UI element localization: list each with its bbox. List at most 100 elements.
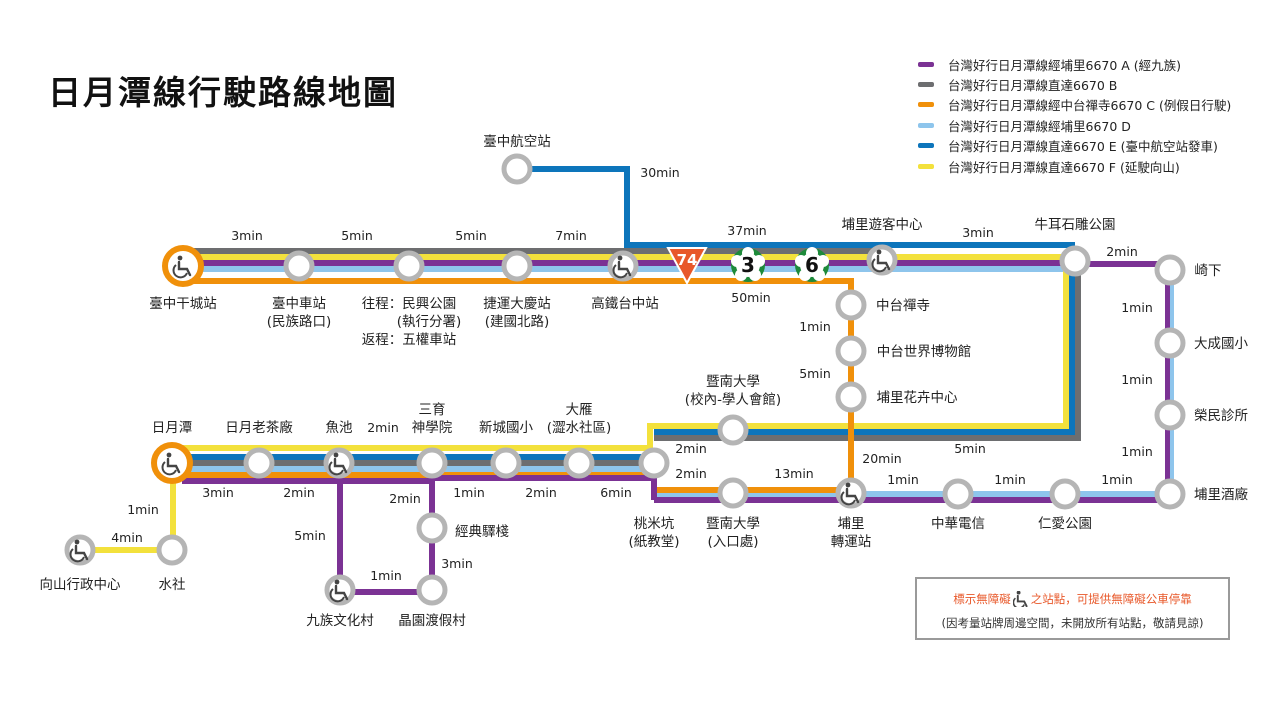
- route-legend: 台灣好行日月潭線經埔里6670 A (經九族) 台灣好行日月潭線直達6670 B…: [918, 54, 1231, 176]
- time-label: 1min: [887, 472, 919, 487]
- station-airport: [501, 153, 533, 185]
- label-ncnu-campus-2: (校內-學人會館): [685, 391, 781, 408]
- time-label: 2min: [675, 466, 707, 481]
- label-jingdian: 經典驛棧: [455, 524, 509, 540]
- station-taomikeng: [638, 447, 670, 479]
- label-taichung-1: 臺中車站: [272, 296, 326, 312]
- station-jingdian: [416, 512, 448, 544]
- label-daqing-1: 捷運大慶站: [483, 296, 551, 312]
- label-shuishe: 水社: [159, 577, 186, 593]
- label-niuer: 牛耳石雕公園: [1035, 217, 1116, 233]
- time-label: 5min: [455, 228, 487, 243]
- time-label: 37min: [727, 223, 766, 238]
- legend-label: 台灣好行日月潭線直達6670 E (臺中航空站發車): [948, 139, 1218, 155]
- svg-text:6: 6: [805, 253, 819, 277]
- legend-swatch: [918, 143, 934, 149]
- label-ncnu-entrance-1: 暨南大學: [706, 516, 760, 532]
- note-text-pre: 標示無障礙: [953, 592, 1011, 606]
- time-label: 1min: [1101, 472, 1133, 487]
- label-flower: 埔里花卉中心: [877, 390, 958, 406]
- station-sun-moon-tea: [243, 447, 275, 479]
- time-label: 2min: [525, 485, 557, 500]
- station-taichung: [283, 250, 315, 282]
- route-b-band: [182, 248, 882, 254]
- legend-item: 台灣好行日月潭線直達6670 B: [918, 74, 1231, 94]
- time-label: 4min: [111, 530, 143, 545]
- station-puli-winery: [1154, 478, 1186, 510]
- legend-label: 台灣好行日月潭線直達6670 F (延駛向山): [948, 159, 1180, 175]
- label-dayan-1: 大雁: [566, 402, 593, 418]
- station-renai: [1049, 478, 1081, 510]
- legend-item: 台灣好行日月潭線直達6670 F (延駛向山): [918, 156, 1231, 176]
- time-label: 1min: [370, 568, 402, 583]
- label-renai: 仁愛公園: [1038, 516, 1092, 532]
- station-xincheng: [490, 447, 522, 479]
- time-label: 1min: [1121, 444, 1153, 459]
- station-zhonghua: [942, 478, 974, 510]
- station-formosan-village: [324, 574, 356, 606]
- legend-swatch: [918, 122, 934, 128]
- time-label: 3min: [202, 485, 234, 500]
- highway-3-badge: 3: [731, 247, 765, 282]
- station-yuchi: [323, 447, 355, 479]
- label-airport: 臺中航空站: [483, 134, 551, 150]
- time-label: 2min: [389, 491, 421, 506]
- time-label: 6min: [600, 485, 632, 500]
- page-title: 日月潭線行駛路線地圖: [48, 73, 398, 112]
- label-winery: 埔里酒廠: [1194, 486, 1248, 503]
- legend-label: 台灣好行日月潭線經中台禪寺6670 C (例假日行駛): [948, 98, 1232, 114]
- station-taichung-gancheng: [162, 245, 204, 287]
- label-ncnu-entrance-2: (入口處): [707, 534, 758, 550]
- station-chung-tai: [835, 289, 867, 321]
- svg-text:74: 74: [677, 251, 698, 269]
- station-minxing: [393, 250, 425, 282]
- station-xiangshan: [64, 534, 96, 566]
- time-label: 50min: [731, 290, 770, 305]
- legend-label: 台灣好行日月潭線經埔里6670 A (經九族): [948, 57, 1182, 73]
- time-label: 5min: [799, 366, 831, 381]
- legend-item: 台灣好行日月潭線經中台禪寺6670 C (例假日行駛): [918, 95, 1231, 115]
- station-puli-visitor: [866, 244, 898, 276]
- label-rongmin: 榮民診所: [1194, 408, 1248, 424]
- time-label: 7min: [555, 228, 587, 243]
- label-transfer-2: 轉運站: [831, 534, 872, 550]
- label-taomikeng-2: (紙教堂): [628, 534, 679, 550]
- label-sanyu-2: 神學院: [412, 420, 453, 436]
- time-label: 5min: [341, 228, 373, 243]
- label-minxing-1: 往程：民興公園: [362, 296, 457, 312]
- time-label: 1min: [1121, 300, 1153, 315]
- label-gancheng: 臺中干城站: [149, 296, 217, 312]
- legend-label: 台灣好行日月潭線直達6670 B: [948, 78, 1118, 94]
- time-label: 1min: [799, 319, 831, 334]
- time-label: 2min: [283, 485, 315, 500]
- label-formosan: 九族文化村: [306, 613, 374, 629]
- airport-branch: [517, 166, 630, 248]
- station-dayan: [563, 447, 595, 479]
- time-label: 20min: [862, 451, 901, 466]
- station-sun-moon-lake: [151, 442, 193, 484]
- legend-item: 台灣好行日月潭線經埔里6670 D: [918, 115, 1231, 135]
- note-text-post: 之站點，可提供無障礙公車停靠: [1030, 592, 1192, 606]
- label-minxing-3: 返程：五權車站: [362, 332, 457, 348]
- label-puli-visitor: 埔里遊客中心: [842, 216, 923, 233]
- station-jingyuan: [416, 574, 448, 606]
- station-rongmin: [1154, 399, 1186, 431]
- label-sanyu-1: 三育: [419, 402, 446, 418]
- station-thsr-taichung: [607, 250, 639, 282]
- station-shuishe: [156, 534, 188, 566]
- time-label: 30min: [640, 165, 679, 180]
- station-puli-flower: [835, 381, 867, 413]
- time-label: 13min: [774, 466, 813, 481]
- note-line-2: (因考量站牌周邊空間，未開放所有站點，敬請見諒): [941, 616, 1204, 630]
- label-chung-tai: 中台禪寺: [876, 298, 930, 314]
- station-dacheng: [1154, 327, 1186, 359]
- time-label: 1min: [1121, 372, 1153, 387]
- station-chung-tai-museum: [835, 335, 867, 367]
- highway-6-badge: 6: [795, 247, 829, 282]
- niuer-connector: [182, 250, 1081, 451]
- label-taomikeng-1: 桃米坑: [634, 516, 675, 532]
- label-tea: 日月老茶廠: [225, 419, 293, 436]
- label-museum: 中台世界博物館: [877, 343, 972, 360]
- label-qixia: 崎下: [1195, 263, 1222, 279]
- station-mrt-daqing: [501, 250, 533, 282]
